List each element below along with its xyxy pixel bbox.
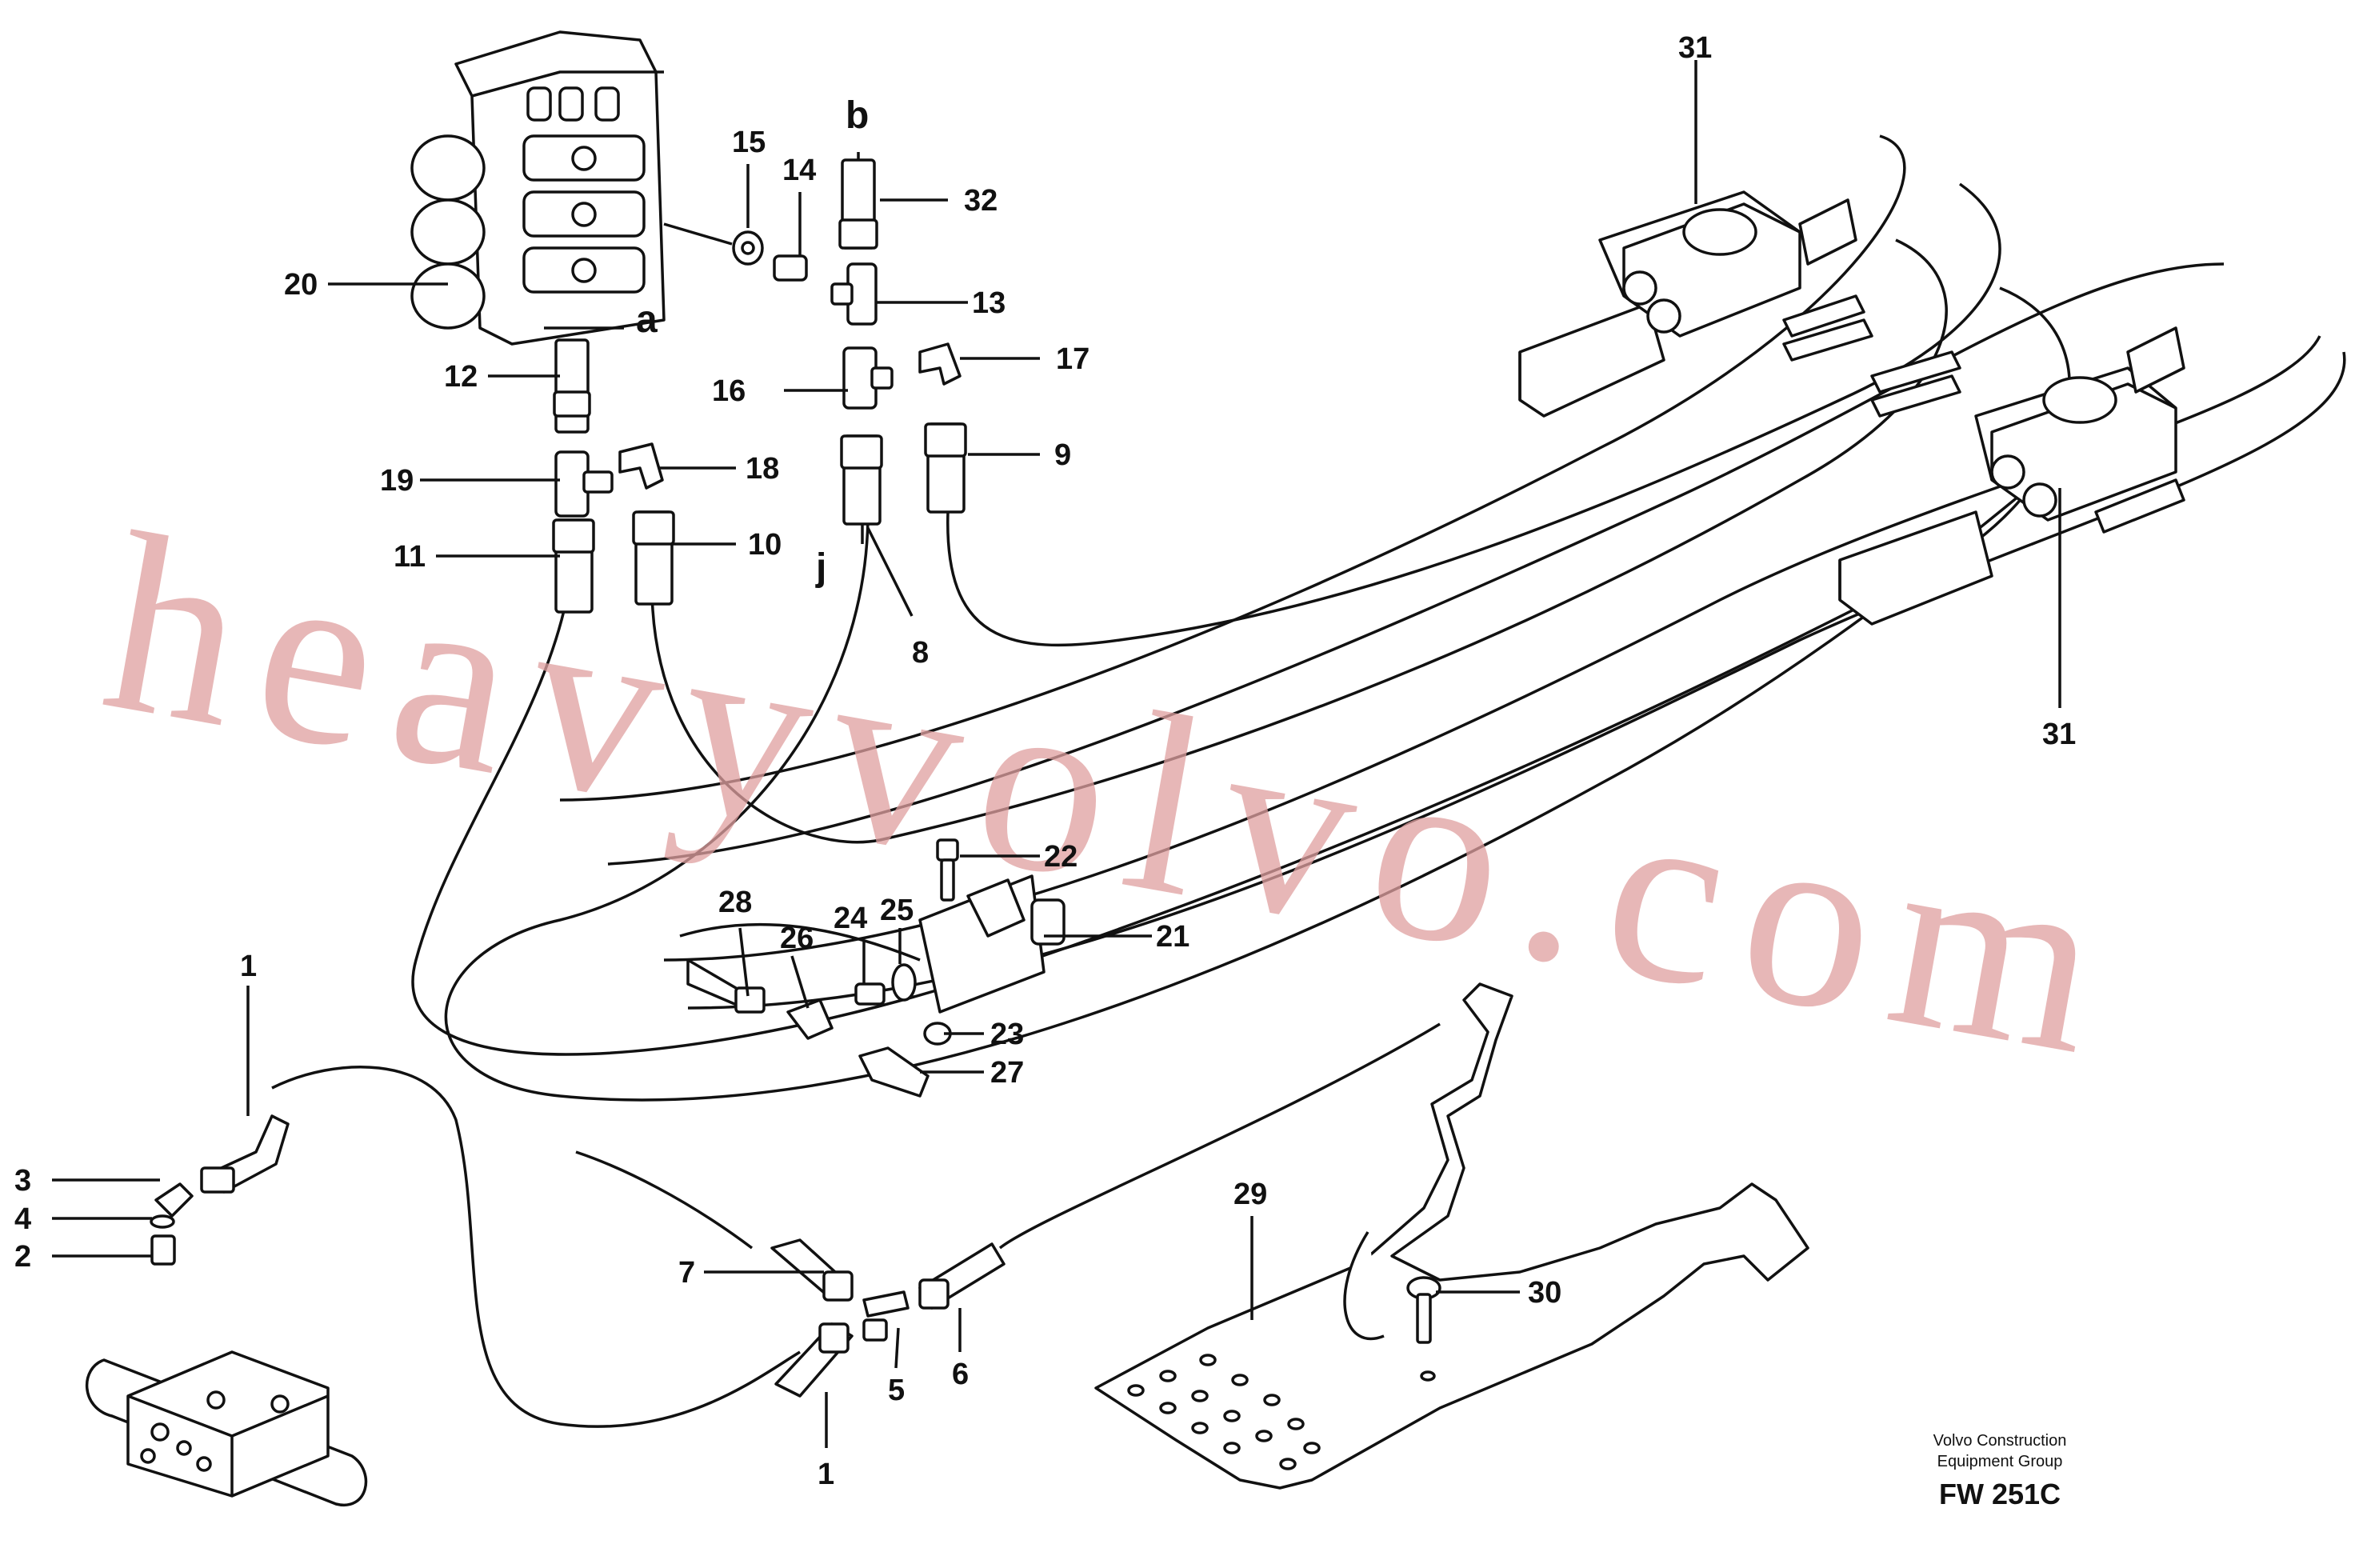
callout-30: 30 bbox=[1528, 1276, 1561, 1310]
callout-6: 6 bbox=[952, 1358, 969, 1391]
lower-fittings bbox=[150, 1114, 1006, 1398]
callout-32: 32 bbox=[964, 184, 998, 218]
callout-24: 24 bbox=[834, 902, 867, 935]
callout-12: 12 bbox=[444, 360, 478, 394]
callout-16: 16 bbox=[712, 374, 746, 408]
callout-9: 9 bbox=[1054, 438, 1071, 472]
callout-10: 10 bbox=[748, 528, 782, 562]
callout-23: 23 bbox=[990, 1018, 1024, 1051]
callout-28: 28 bbox=[718, 886, 752, 919]
callout-1-bottom: 1 bbox=[818, 1458, 834, 1491]
floor-plate bbox=[1094, 982, 1809, 1490]
callout-b: b bbox=[846, 94, 869, 137]
callout-14: 14 bbox=[782, 154, 816, 187]
callout-31-bottom: 31 bbox=[2042, 718, 2076, 751]
callout-26: 26 bbox=[780, 922, 814, 955]
callout-20: 20 bbox=[284, 268, 318, 302]
pilot-valve-upper bbox=[1518, 190, 1873, 418]
solenoid-valve bbox=[686, 838, 1066, 1098]
callout-25: 25 bbox=[880, 894, 914, 927]
callout-1-top: 1 bbox=[240, 950, 257, 983]
callout-27: 27 bbox=[990, 1056, 1024, 1090]
callout-7: 7 bbox=[678, 1256, 695, 1290]
callout-18: 18 bbox=[746, 452, 779, 486]
callout-3: 3 bbox=[14, 1164, 31, 1198]
watermark: heavyvolvo.com bbox=[88, 480, 2141, 1112]
publisher-footer: Volvo Construction Equipment Group FW 25… bbox=[1933, 1432, 2067, 1510]
callout-5: 5 bbox=[888, 1374, 905, 1407]
callout-leaders bbox=[52, 60, 2061, 1448]
control-valve bbox=[410, 30, 666, 346]
publisher-line-1: Volvo Construction bbox=[1933, 1432, 2067, 1450]
floor-plate-holes bbox=[1127, 1354, 1321, 1470]
figure-code: FW 251C bbox=[1939, 1478, 2061, 1510]
callout-2: 2 bbox=[14, 1240, 31, 1274]
callout-j: j bbox=[815, 546, 826, 589]
callout-29: 29 bbox=[1233, 1178, 1267, 1211]
callout-4: 4 bbox=[14, 1202, 31, 1236]
callout-13: 13 bbox=[972, 286, 1006, 320]
callout-31-top: 31 bbox=[1678, 31, 1712, 65]
callout-21: 21 bbox=[1156, 920, 1189, 954]
upper-fittings bbox=[552, 158, 967, 614]
publisher-line-2: Equipment Group bbox=[1937, 1453, 2063, 1470]
boom-block bbox=[86, 1350, 368, 1507]
pilot-valve-lower bbox=[1838, 326, 2185, 626]
callout-17: 17 bbox=[1056, 342, 1090, 376]
callout-11: 11 bbox=[394, 540, 426, 574]
callout-19: 19 bbox=[380, 464, 414, 498]
callout-8: 8 bbox=[912, 636, 929, 670]
callout-15: 15 bbox=[732, 126, 766, 159]
callout-22: 22 bbox=[1044, 840, 1078, 874]
callout-labels: 20 a 12 15 14 b 32 13 17 16 9 19 18 11 1… bbox=[14, 31, 2076, 1491]
callout-a: a bbox=[636, 298, 658, 341]
